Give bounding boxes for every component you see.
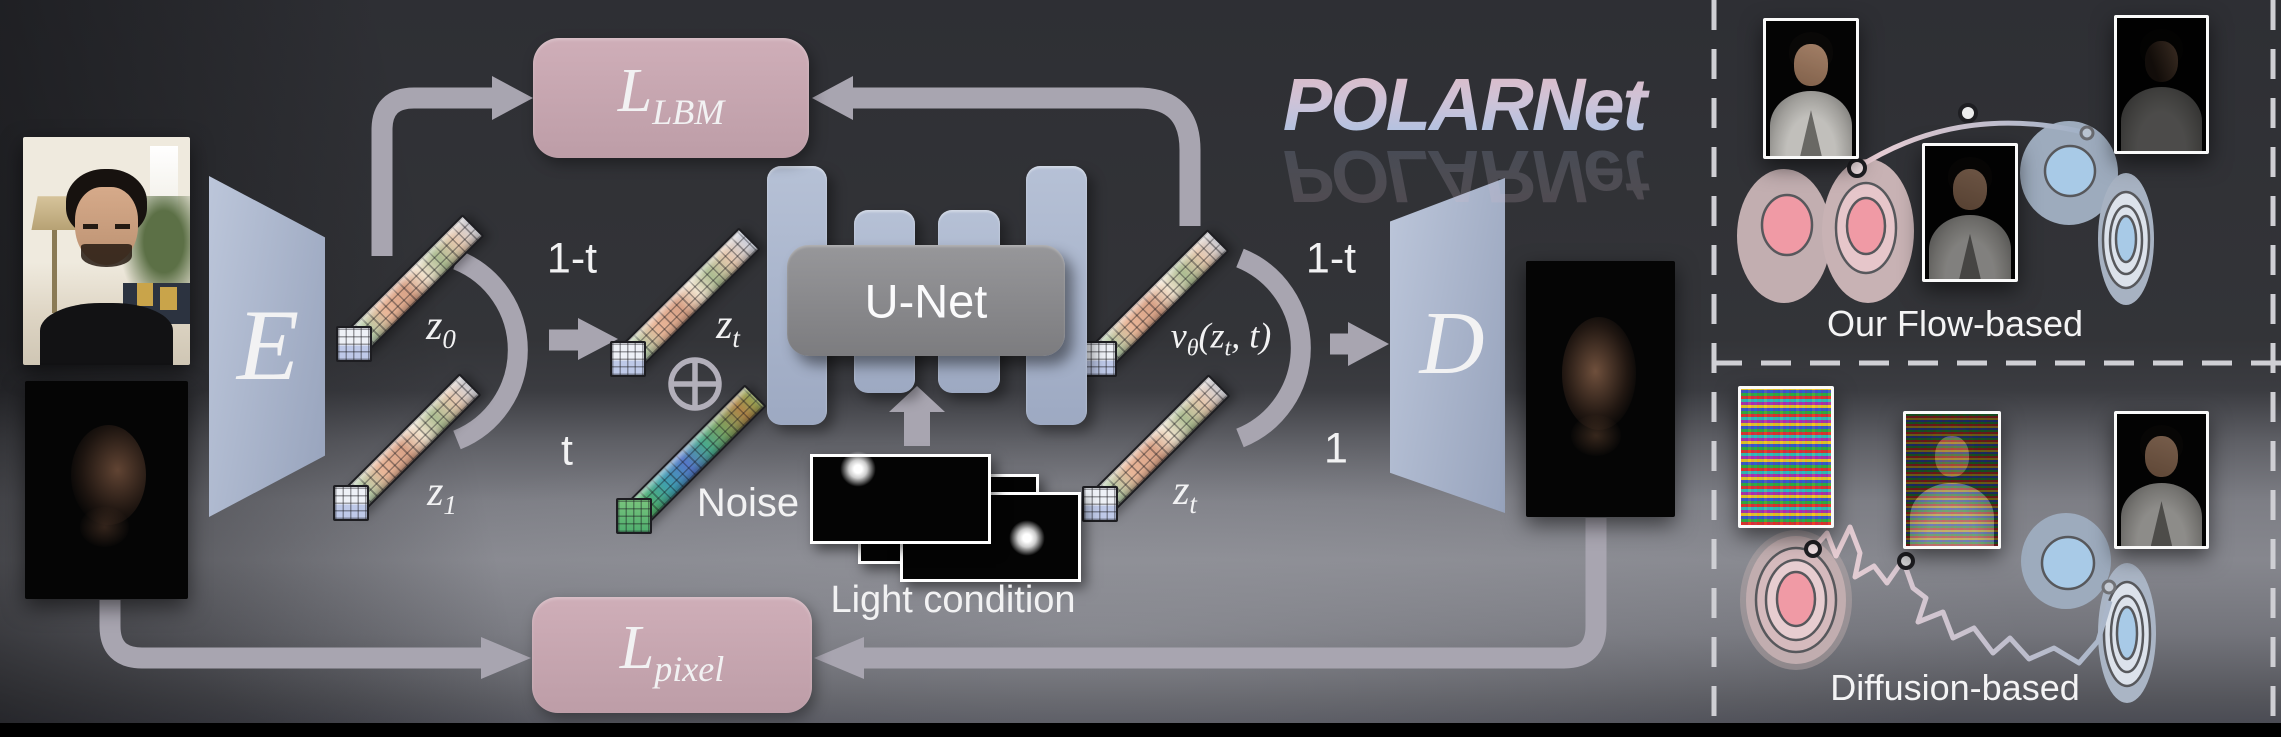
flow-caption: Our Flow-based — [1826, 303, 2084, 344]
flow-point-marker — [1958, 103, 1978, 123]
diffusion-clean-image — [2114, 411, 2209, 549]
arrowhead-light-to-unet-icon — [889, 386, 945, 412]
merge-bracket-right — [1236, 248, 1311, 448]
decoder-shape — [1390, 178, 1505, 513]
title-polarnet-reflection: POLARNet — [1248, 134, 1680, 219]
light-condition-label: Light condition — [830, 579, 1076, 621]
bottom-bar — [0, 723, 2281, 737]
weight-1mt-right-label: 1-t — [1305, 234, 1357, 283]
arrow-darkimage-to-lpixel — [99, 600, 481, 669]
noise-overlay — [1906, 414, 1998, 546]
flow-point-marker — [1847, 158, 1867, 178]
encoder-shape — [209, 176, 325, 517]
diffusion-point-marker — [1897, 552, 1915, 570]
arrowhead-vpred-to-llbm-icon — [812, 76, 853, 120]
light-glow-dot — [840, 451, 876, 487]
diffusion-point-marker — [1804, 540, 1822, 558]
noise-cube — [616, 498, 652, 534]
input-image-lit — [23, 137, 190, 365]
arrowhead-darkimage-to-lpixel-icon — [481, 637, 531, 679]
arrowhead-merge-right-icon — [1348, 322, 1389, 366]
encoder-label: E — [236, 289, 300, 402]
output-image — [1526, 261, 1675, 517]
flow-portrait-mid — [1922, 143, 2018, 282]
vpred-label: vθ(zt, t) — [1170, 315, 1272, 362]
diffusion-noise-image — [1738, 386, 1834, 528]
diffusion-path — [1811, 524, 2113, 666]
latent-cube-zt-out — [1082, 486, 1118, 522]
arrowhead-interp-left-icon — [578, 318, 618, 360]
arrow-output-to-lpixel — [863, 518, 1607, 669]
flow-target-distribution — [2020, 121, 2154, 305]
arrowhead-output-to-lpixel-icon — [814, 637, 864, 679]
diffusion-target-distribution — [2021, 513, 2156, 703]
zt-out-label: zt — [1173, 467, 1197, 520]
diffusion-noisy-image — [1903, 411, 2001, 549]
zt-in-label: zt — [716, 301, 740, 354]
flow-path — [1855, 120, 2088, 171]
diffusion-point-marker — [2101, 579, 2117, 595]
arrow-vpred-to-llbm — [852, 87, 1201, 226]
arrow-z0-to-llbm — [371, 87, 492, 256]
flow-source-distribution — [1737, 159, 1914, 303]
loss-pixel-box — [532, 597, 812, 713]
z0-label: z0 — [426, 302, 456, 355]
title-polarnet: POLARNet — [1248, 62, 1680, 147]
vpred-cube — [1081, 341, 1117, 377]
input-image-dark — [25, 381, 188, 599]
weight-1mt-left-label: 1-t — [546, 234, 598, 283]
flow-portrait-end — [2114, 15, 2209, 154]
light-glow-dot — [1009, 520, 1045, 556]
interp-bracket-left — [453, 250, 528, 450]
decoder-label: D — [1419, 294, 1485, 393]
plus-circle-icon — [668, 357, 722, 411]
loss-pixel-label: Lpixel — [619, 613, 725, 690]
flow-point-marker — [2079, 125, 2095, 141]
weight-t-label: t — [561, 426, 573, 475]
loss-lbm-label: LLBM — [617, 56, 725, 133]
weight-1-right-label: 1 — [1324, 424, 1348, 473]
z1-label: z1 — [427, 468, 457, 521]
latent-cube-zt-in — [610, 341, 646, 377]
latent-cube-z1 — [333, 485, 369, 521]
latent-cube-z0 — [336, 326, 372, 362]
light-image-1 — [810, 451, 991, 544]
flow-portrait-start — [1763, 18, 1859, 159]
unet-box — [787, 245, 1065, 356]
diffusion-caption: Diffusion-based — [1830, 667, 2080, 708]
unet-label: U-Net — [864, 274, 988, 328]
loss-lbm-box — [533, 38, 809, 158]
arrowhead-z0-to-llbm-icon — [492, 76, 533, 120]
diffusion-source-distribution — [1740, 530, 1852, 670]
noise-label: Noise — [696, 481, 800, 525]
